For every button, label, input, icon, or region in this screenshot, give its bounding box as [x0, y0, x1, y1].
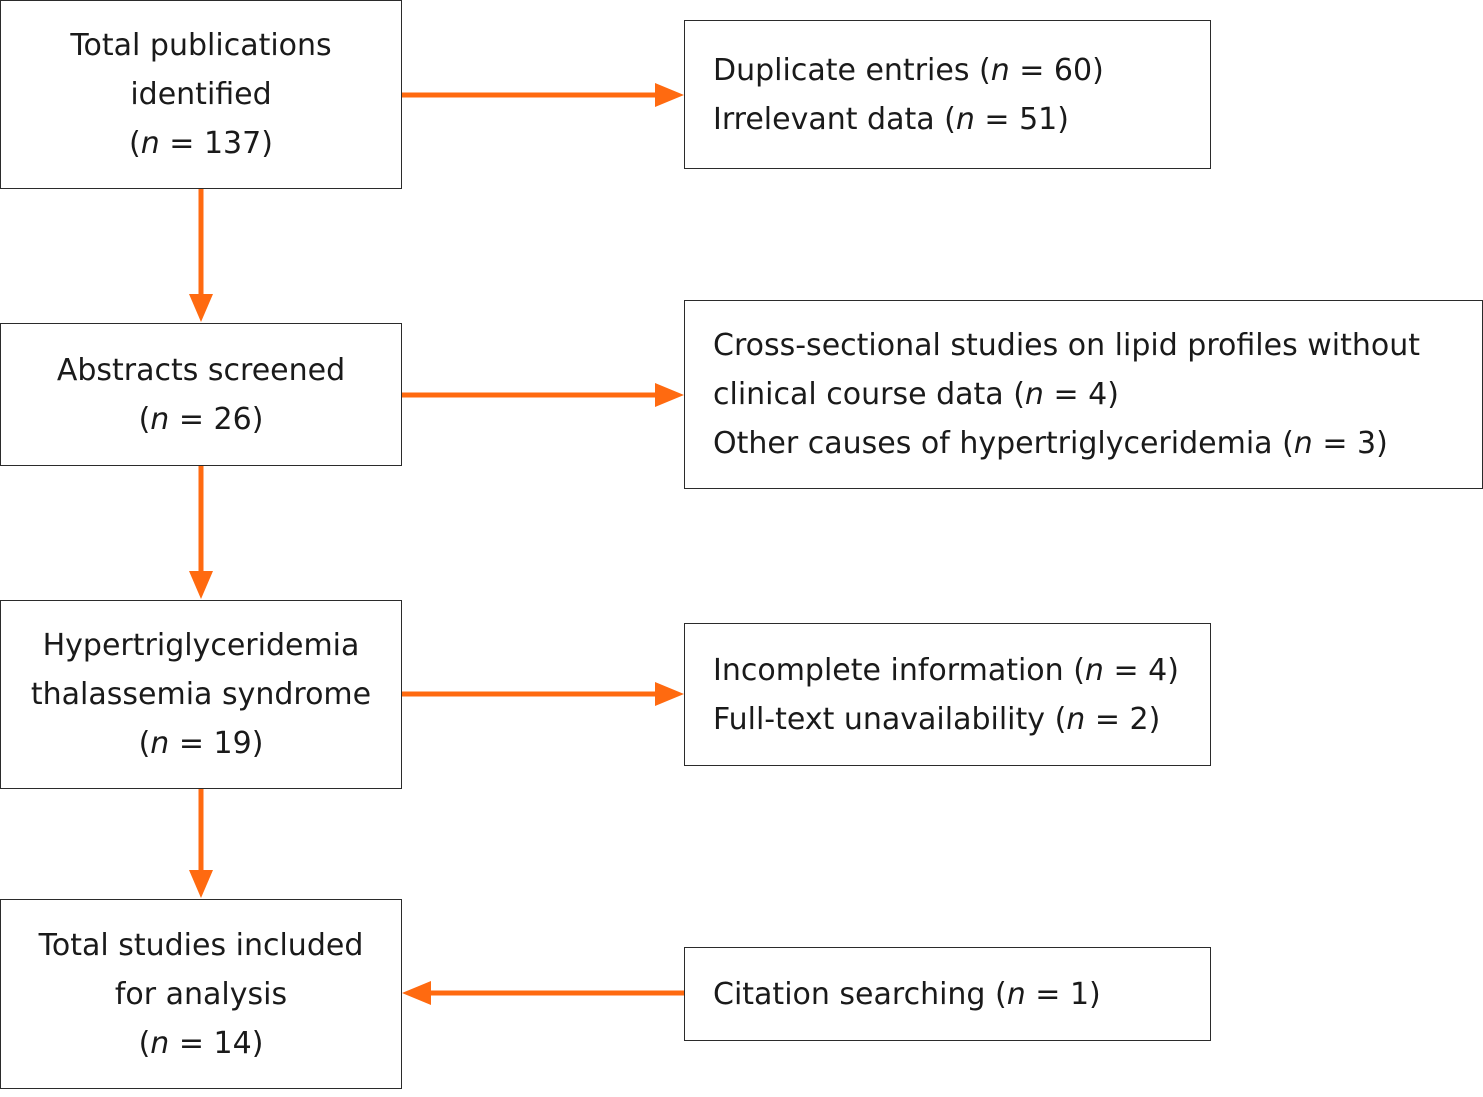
text-segment: Irrelevant data (	[713, 101, 956, 137]
count-symbol: n	[1293, 426, 1313, 461]
arrow-right-3-head	[655, 682, 684, 706]
text-segment: (	[129, 126, 141, 161]
text-segment: clinical course data (	[713, 377, 1025, 412]
box-text-line: (n = 14)	[139, 1019, 264, 1068]
text-segment: = 26)	[169, 401, 264, 437]
text-segment: = 14)	[169, 1025, 264, 1061]
arrow-right-2-head	[655, 383, 684, 407]
box-text-line: Citation searching (n = 1)	[713, 970, 1101, 1019]
count-symbol: n	[955, 101, 975, 137]
box-text-line: Incomplete information (n = 4)	[713, 646, 1179, 695]
text-segment: Hypertriglyceridemia	[42, 628, 360, 663]
text-segment: = 60)	[1009, 52, 1104, 88]
added-citation-searching: Citation searching (n = 1)	[684, 947, 1211, 1041]
box-text-line: clinical course data (n = 4)	[713, 370, 1119, 419]
stage-included-for-analysis: Total studies included for analysis (n = 1…	[0, 899, 402, 1089]
box-text-line: (n = 26)	[139, 395, 264, 444]
box-text-line: Cross-sectional studies on lipid profile…	[713, 321, 1420, 370]
box-text-line: (n = 137)	[129, 119, 273, 168]
arrow-down-2-head	[189, 571, 213, 599]
stage-total-publications: Total publications identified (n = 137)	[0, 0, 402, 189]
box-text-line: Hypertriglyceridemia	[43, 621, 360, 670]
arrow-right-1-head	[655, 83, 684, 107]
text-segment: Total studies included	[38, 927, 364, 963]
arrow-left-4-head	[402, 981, 431, 1005]
box-text-line: Abstracts screened	[57, 346, 345, 395]
count-symbol: n	[1006, 976, 1026, 1012]
count-symbol: n	[1024, 377, 1044, 412]
arrow-group	[189, 83, 684, 1005]
count-symbol: n	[1084, 652, 1104, 688]
count-symbol: n	[1066, 701, 1086, 737]
box-text-line: Irrelevant data (n = 51)	[713, 95, 1069, 144]
text-segment: = 19)	[169, 726, 264, 761]
text-segment: Cross-sectional studies on lipid profile…	[713, 328, 1421, 363]
excluded-cross-sectional-other-causes: Cross-sectional studies on lipid profile…	[684, 300, 1483, 489]
text-segment: = 4)	[1043, 377, 1119, 412]
text-segment: (	[138, 1025, 151, 1061]
arrow-down-1-head	[189, 294, 213, 322]
text-segment: Duplicate entries (	[713, 52, 991, 88]
box-text-line: Duplicate entries (n = 60)	[713, 46, 1104, 95]
text-segment: Other causes of hypertriglyceridemia (	[713, 426, 1294, 461]
text-segment: = 4)	[1103, 652, 1179, 688]
text-segment: Incomplete information (	[713, 652, 1085, 688]
excluded-incomplete-fulltext: Incomplete information (n = 4)Full-text …	[684, 623, 1211, 766]
stage-abstracts-screened: Abstracts screened (n = 26)	[0, 323, 402, 466]
box-text-line: Other causes of hypertriglyceridemia (n …	[713, 419, 1388, 468]
box-text-line: thalassemia syndrome	[31, 670, 371, 719]
box-text-line: for analysis	[115, 970, 287, 1019]
box-text-line: Total publications	[70, 21, 331, 70]
text-segment: = 137)	[159, 126, 273, 161]
excluded-duplicates-irrelevant: Duplicate entries (n = 60)Irrelevant dat…	[684, 20, 1211, 169]
arrow-down-3-head	[189, 870, 213, 898]
count-symbol: n	[150, 1025, 170, 1061]
box-text-line: identified	[130, 70, 271, 119]
box-text-line: (n = 19)	[139, 719, 264, 768]
text-segment: thalassemia syndrome	[30, 677, 372, 712]
count-symbol: n	[150, 401, 170, 437]
text-segment: Full-text unavailability (	[713, 701, 1067, 737]
count-symbol: n	[140, 126, 160, 161]
box-text-line: Total studies included	[39, 921, 364, 970]
text-segment: for analysis	[114, 976, 288, 1012]
stage-htts: Hypertriglyceridemia thalassemia syndrome…	[0, 600, 402, 789]
text-segment: = 3)	[1312, 426, 1388, 461]
text-segment: (	[138, 401, 151, 437]
box-text-line: Full-text unavailability (n = 2)	[713, 695, 1160, 744]
text-segment: Abstracts screened	[56, 352, 346, 388]
text-segment: = 51)	[974, 101, 1069, 137]
text-segment: Total publications	[70, 28, 332, 63]
text-segment: (	[138, 726, 151, 761]
text-segment: = 2)	[1085, 701, 1161, 737]
count-symbol: n	[150, 726, 170, 761]
text-segment: = 1)	[1025, 976, 1101, 1012]
text-segment: identified	[130, 77, 272, 112]
count-symbol: n	[990, 52, 1010, 88]
text-segment: Citation searching (	[713, 976, 1007, 1012]
